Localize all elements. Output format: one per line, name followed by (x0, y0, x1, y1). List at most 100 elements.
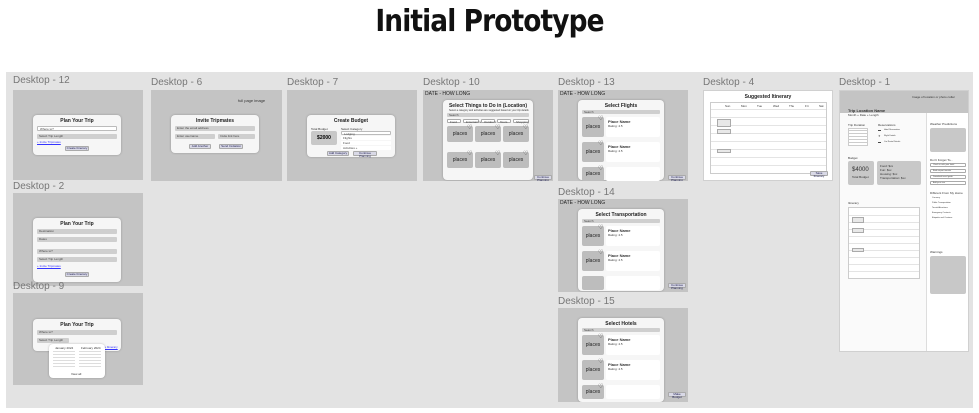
create-itinerary-button[interactable]: Create Itinerary (65, 146, 89, 151)
frame-label-desktop-9[interactable]: Desktop - 9 (13, 281, 65, 292)
frame-desktop-1[interactable]: Image of location or photo collar Trip L… (839, 90, 969, 352)
search-input[interactable]: Search (447, 113, 529, 117)
invite-tripmates-link[interactable]: + Invite Tripmates (37, 264, 61, 268)
place-card[interactable]: places (447, 126, 473, 142)
where-to-input[interactable]: Where to? (37, 126, 117, 131)
category-option-lodging[interactable]: Lodging (341, 131, 391, 136)
heart-icon[interactable]: ♡ (523, 125, 529, 131)
frame-desktop-7[interactable]: Create Budget Total Budget $2000 Select … (287, 90, 417, 181)
search-input[interactable]: Search (582, 328, 660, 332)
create-itinerary-button[interactable]: Create Itinerary (65, 272, 89, 277)
trip-length-select[interactable]: Select Trip Length (37, 338, 69, 343)
heart-icon[interactable]: ♡ (598, 225, 604, 231)
frame-label-desktop-4[interactable]: Desktop - 4 (703, 77, 755, 88)
hotel-option[interactable]: Place Name Rating: 4.5 (606, 360, 660, 380)
chip-outdoors[interactable]: Outdoors (481, 119, 496, 124)
event-block[interactable] (717, 129, 731, 134)
frame-label-desktop-13[interactable]: Desktop - 13 (558, 77, 615, 88)
date-picker[interactable]: January 2024 February 2024 View all (49, 344, 105, 378)
heart-icon[interactable]: ♡ (495, 151, 501, 157)
frame-desktop-4[interactable]: Suggested Itinerary Sun Mon Tue Wed Thu … (703, 90, 833, 181)
place-card[interactable]: places (475, 152, 501, 168)
event-block[interactable] (852, 217, 864, 223)
save-itinerary-button[interactable]: Save Itinerary (810, 171, 828, 178)
event-block[interactable] (852, 228, 864, 233)
heart-icon[interactable]: ♡ (598, 359, 604, 365)
heart-icon[interactable]: ♡ (495, 125, 501, 131)
place-image[interactable]: places (582, 360, 604, 380)
heart-icon[interactable]: ♡ (467, 125, 473, 131)
make-budget-button[interactable]: Make Budget (668, 392, 686, 399)
transport-option[interactable]: Place Name Rating: 4.5 (606, 251, 660, 271)
todo-item[interactable]: Check in with your hotel (930, 163, 966, 167)
search-input[interactable]: Search (582, 110, 660, 114)
place-image[interactable]: places (582, 142, 604, 162)
continue-planning-button[interactable]: Continue Planning (668, 175, 686, 181)
frame-label-desktop-7[interactable]: Desktop - 7 (287, 77, 339, 88)
heart-icon[interactable]: ♡ (598, 166, 604, 172)
itinerary-calendar[interactable] (848, 207, 920, 279)
send-invitation-button[interactable]: Send Invitation (219, 144, 243, 149)
username-field[interactable]: Enter username (175, 134, 215, 139)
frame-desktop-13[interactable]: DATE - HOW LONG Select Flights Search pl… (558, 90, 688, 181)
frame-label-desktop-6[interactable]: Desktop - 6 (151, 77, 203, 88)
budget-total-box[interactable]: $4000 Total Budget (848, 161, 874, 185)
heart-icon[interactable]: ♡ (467, 151, 473, 157)
budget-amount[interactable]: $2000 (311, 131, 337, 145)
design-canvas[interactable]: Desktop - 12 Plan Your Trip Where to? Se… (6, 72, 973, 408)
todo-item[interactable]: Download travel guide (930, 175, 966, 179)
transport-option[interactable] (606, 276, 660, 290)
calendar-grid-right[interactable] (79, 351, 101, 369)
todo-item[interactable]: Book airport transfer (930, 169, 966, 173)
flight-option[interactable] (606, 167, 660, 181)
invite-tripmates-link[interactable]: + Invite Tripmates (37, 140, 61, 144)
event-block[interactable] (717, 149, 731, 153)
continue-planning-button[interactable]: Continue Planning (668, 283, 686, 290)
frame-desktop-15[interactable]: Select Hotels Search places Place Name R… (558, 308, 688, 402)
calendar-grid-left[interactable] (53, 351, 75, 369)
invite-link-field[interactable]: Invite link here (218, 134, 255, 139)
hotel-option[interactable] (606, 385, 660, 399)
reservation-item[interactable]: Car Rental Details (884, 141, 901, 143)
reservation-item[interactable]: Hotel Reservation (884, 129, 900, 131)
frame-label-desktop-14[interactable]: Desktop - 14 (558, 187, 615, 198)
frame-desktop-14[interactable]: DATE - HOW LONG Select Transportation Se… (558, 199, 688, 292)
place-image[interactable]: places (582, 251, 604, 271)
flight-option[interactable]: Place Name Rating: 4.5 (606, 117, 660, 137)
transport-option[interactable]: Place Name Rating: 4.5 (606, 226, 660, 246)
where-to-input[interactable]: Where to? (37, 330, 117, 335)
category-option-activities[interactable]: Activities + (341, 146, 391, 150)
destination-input[interactable]: Destination (37, 229, 117, 234)
place-image[interactable]: places (582, 226, 604, 246)
heart-icon[interactable]: ♡ (598, 334, 604, 340)
email-field[interactable]: Enter the email address (175, 126, 255, 131)
heart-icon[interactable]: ♡ (598, 384, 604, 390)
dates-input[interactable]: Dates (37, 237, 117, 242)
frame-desktop-12[interactable]: Plan Your Trip Where to? Select Trip Len… (13, 90, 143, 180)
create-itinerary-link[interactable]: Create Itinerary (97, 345, 118, 349)
place-image[interactable]: places (582, 117, 604, 137)
event-block[interactable] (852, 248, 864, 252)
category-option-flights[interactable]: Flights (341, 136, 391, 140)
place-card[interactable]: places (475, 126, 501, 142)
trip-length-select[interactable]: Select Trip Length (37, 134, 117, 139)
heart-icon[interactable]: ♡ (523, 151, 529, 157)
chip-shopping[interactable]: Shopping (513, 119, 529, 124)
search-input[interactable]: Search (582, 219, 660, 223)
continue-planning-button[interactable]: Continue Planning (534, 175, 552, 181)
continue-planning-button[interactable]: Continue Planning (353, 151, 377, 158)
frame-label-desktop-1[interactable]: Desktop - 1 (839, 77, 891, 88)
frame-label-desktop-12[interactable]: Desktop - 12 (13, 75, 70, 86)
heart-icon[interactable]: ♡ (598, 116, 604, 122)
heart-icon[interactable]: ♡ (598, 141, 604, 147)
itinerary-calendar[interactable]: Sun Mon Tue Wed Thu Fri Sat (710, 102, 827, 174)
calendar-footer[interactable]: View all (71, 372, 82, 376)
hotel-option[interactable]: Place Name Rating: 4.5 (606, 335, 660, 355)
frame-desktop-10[interactable]: DATE - HOW LONG Select Things to Do in (… (423, 90, 553, 181)
event-block[interactable] (717, 119, 731, 127)
frame-label-desktop-15[interactable]: Desktop - 15 (558, 296, 615, 307)
reservation-item[interactable]: Flight Details (884, 135, 896, 137)
flight-option[interactable]: Place Name Rating: 4.5 (606, 142, 660, 162)
chip-tours[interactable]: Tours (497, 119, 511, 124)
budget-breakdown-box[interactable]: Food: $xx Fun: $xx Housing: $xx Transpor… (877, 161, 921, 185)
